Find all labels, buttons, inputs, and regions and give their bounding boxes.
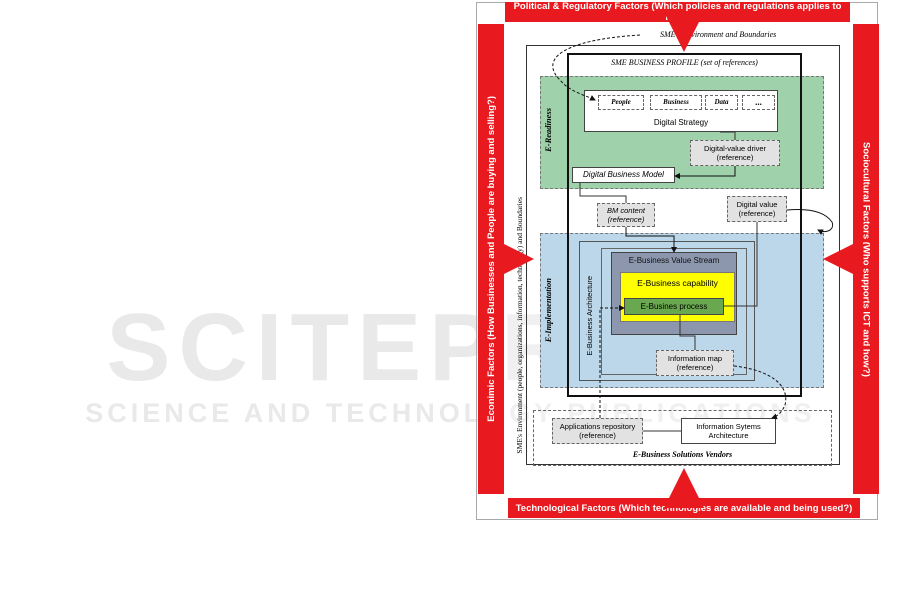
model-to-bm-content: [579, 183, 627, 203]
sociocultural-factors-label: Sociocultural Factors (Who supports ICT …: [860, 141, 872, 377]
value-stream-label: E-Business Value Stream: [628, 256, 720, 265]
info-map-to-isa: [733, 365, 787, 420]
information-map-box: Information map (reference): [656, 350, 734, 376]
digital-value-box: Digital value (reference): [727, 196, 787, 222]
bm-content-box: BM content (reference): [597, 203, 655, 227]
technological-factors-bar: Technological Factors (Which technologie…: [508, 498, 860, 518]
information-systems-architecture-box: Information Sytems Architecture: [681, 418, 776, 444]
digital-value-to-process: [724, 222, 758, 307]
bm-to-value-stream: [625, 227, 677, 253]
vendors-region: [533, 410, 832, 466]
e-business-architecture-box: [579, 241, 755, 381]
strategy-curve: [552, 34, 641, 101]
digital-value-driver-box: Digital-value driver (reference): [690, 140, 780, 166]
strategy-item-data: Data: [705, 95, 738, 110]
vendors-label: E-Business Solutions Vendors: [632, 450, 733, 459]
strategy-item-more: ...: [742, 95, 775, 110]
capability-label: E-Business capability: [637, 278, 718, 288]
business-profile-frame: [567, 53, 802, 397]
process-box: E-Busines process: [624, 298, 724, 315]
repository-to-process: [599, 305, 625, 418]
strategy-item-business: Business: [650, 95, 702, 110]
digital-strategy-label: Digital Strategy: [653, 118, 709, 127]
strategy-to-driver: [720, 131, 736, 140]
digital-value-curve: [786, 209, 834, 235]
process-to-info-map: [679, 315, 696, 350]
bm-content-label: BM content (reference): [607, 206, 645, 224]
strategy-item-people: People: [598, 95, 644, 110]
applications-repository-box: Applications repository (reference): [552, 418, 643, 444]
environment-top-label: SME's Environment and Boundaries: [660, 30, 777, 39]
driver-to-model: [674, 166, 736, 179]
business-profile-title: SME BUSINESS PROFILE (set of references): [611, 58, 758, 67]
